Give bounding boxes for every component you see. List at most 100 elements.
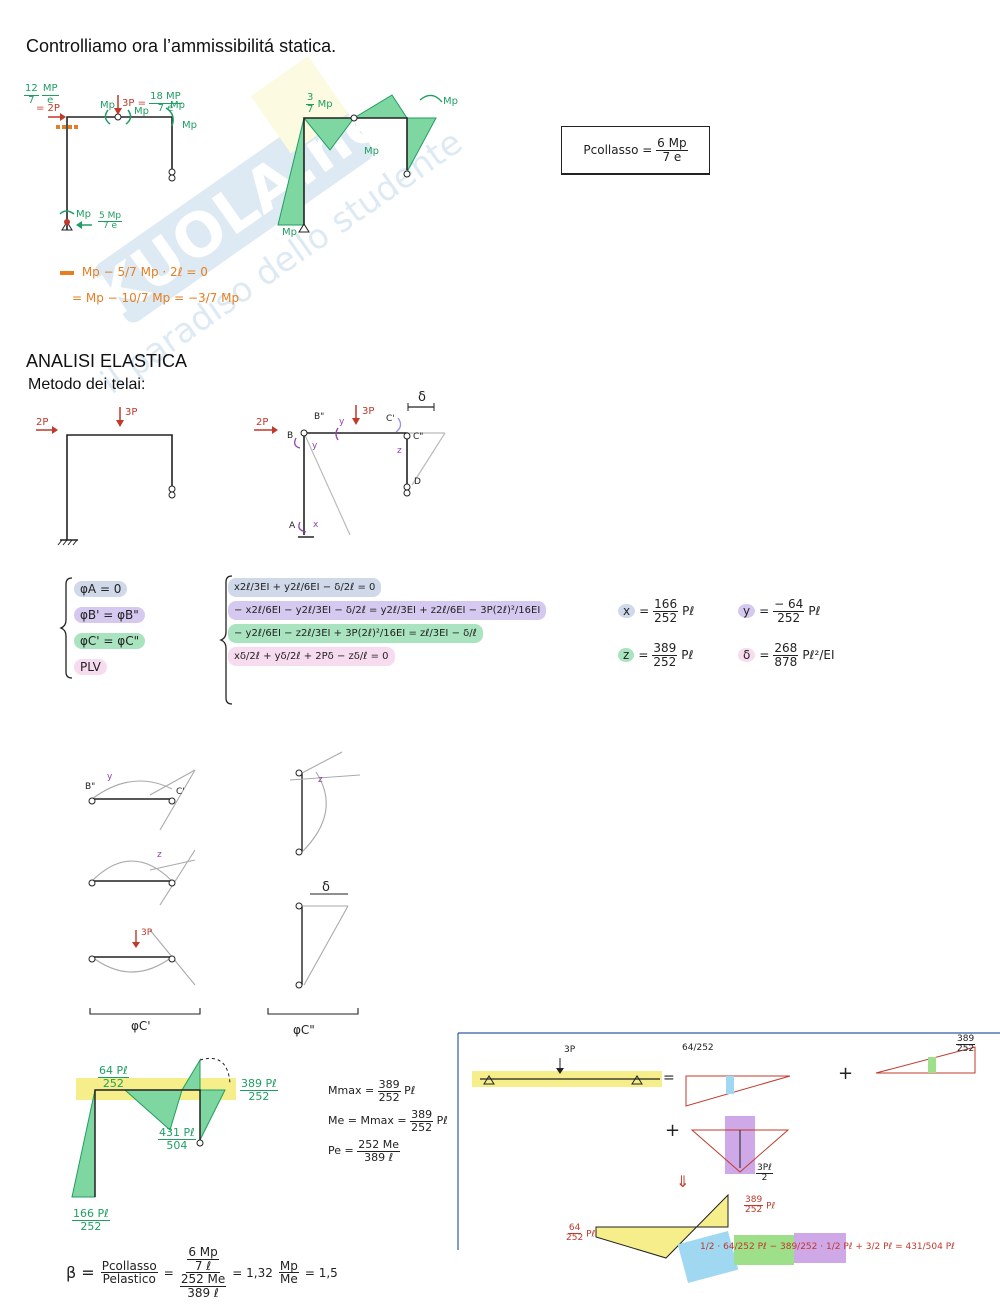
frame2-load-h: 2P — [36, 417, 49, 428]
equation-term: = 0 — [370, 651, 389, 662]
collapse-load-num: 6 Mp — [656, 135, 688, 151]
sp-load: 3P — [564, 1045, 576, 1055]
beta-num: Pcollasso — [100, 1258, 158, 1274]
equation-term: + z2ℓ/6EI — [419, 605, 469, 616]
load-v-num: 18 MP — [149, 91, 182, 104]
sp-right-top-num: 389 — [956, 1034, 976, 1046]
result-var: x — [618, 604, 636, 619]
sp-equals: = — [663, 1070, 675, 1086]
equation-term: + y2ℓ/6EI — [272, 582, 323, 593]
sp-res-right-den: 252 — [745, 1205, 763, 1216]
base-force-num: 5 Mp — [98, 211, 123, 223]
frame3-label-y: y — [312, 441, 318, 451]
sketch-label-load: 3P — [141, 928, 153, 938]
sp-mid-lab-den: 2 — [761, 1173, 768, 1184]
sketch-label-delta: δ — [322, 880, 330, 895]
frame3-label-x: x — [313, 520, 319, 530]
sp-arrow: ⇓ — [676, 1172, 690, 1191]
equation-term: − δ/2ℓ — [334, 605, 370, 616]
result-var: y — [738, 604, 756, 619]
m2-top-num: 64 Pℓ — [98, 1064, 129, 1078]
m1-top-unit: Mp — [317, 99, 333, 110]
load-v-label: 3P = — [122, 98, 146, 109]
equation-term: − y2ℓ/6EI — [234, 628, 285, 639]
frame3-load-v: 3P — [362, 406, 375, 417]
sp-res-left-den: 252 — [566, 1233, 584, 1244]
beta-den: Pelastico — [102, 1272, 156, 1287]
mmax-l3: Pe = — [328, 1144, 354, 1157]
condition-2: φC' = φC" — [74, 633, 146, 649]
mmax-l1-unit: Pℓ — [404, 1084, 416, 1097]
m1-mid-label: Mp — [364, 146, 379, 157]
equation-term: = y2ℓ/3EI — [369, 605, 420, 616]
equation-term: − z2ℓ/3EI — [284, 628, 334, 639]
sp-res-left-unit: Pℓ — [586, 1229, 596, 1240]
mmax-l1-num: 389 — [377, 1077, 401, 1092]
sp-res-right-unit: Pℓ — [766, 1201, 776, 1212]
section-subheading-telai: Metodo dei telai: — [28, 376, 146, 393]
mmax-l1-den: 252 — [378, 1090, 400, 1104]
m2-mid-den: 504 — [166, 1138, 188, 1152]
equation-row-0: x2ℓ/3EI + y2ℓ/6EI − δ/2ℓ = 0 — [228, 578, 382, 597]
equation-term: − 3P(2ℓ)²/16EI — [468, 605, 541, 616]
beta-n2d: 7 ℓ — [194, 1258, 212, 1273]
result-var: z — [618, 648, 635, 663]
sp-mid-lab-num: 3Pℓ — [756, 1163, 773, 1175]
orange-eq-line-1: Mp − 5/7 Mp · 2ℓ = 0 — [81, 265, 208, 279]
beta-d2d: 389 ℓ — [187, 1285, 219, 1300]
sketch-label-z1: z — [157, 850, 162, 860]
frame3-label-z: z — [397, 446, 402, 456]
sketch-label-Bpp: B" — [85, 782, 96, 792]
m2-base-num: 166 Pℓ — [72, 1207, 110, 1221]
mmax-l2-num: 389 — [410, 1107, 434, 1122]
m2-mid-num: 431 Pℓ — [158, 1126, 196, 1140]
load-v-den: 7 e — [157, 102, 174, 114]
orange-marker — [60, 270, 74, 275]
frame2-load-v: 3P — [125, 407, 138, 418]
frame3-label-y2: y — [339, 417, 345, 427]
frame3-label-A: A — [289, 521, 296, 531]
sp-lab1: 64/252 — [682, 1043, 714, 1053]
equation-row-3: xδ/2ℓ + yδ/2ℓ + 2Pδ − zδ/ℓ = 0 — [228, 647, 395, 666]
equation-term: + yδ/2ℓ — [263, 651, 304, 662]
frame3-label-B: B — [287, 431, 294, 441]
collapse-load-den: 7 e — [662, 149, 682, 164]
sp-plus1: + — [838, 1063, 854, 1084]
section-heading-statica: Controlliamo ora l’ammissibilitá statica… — [26, 36, 337, 56]
m2-base-den: 252 — [80, 1219, 102, 1233]
sketch-label-y: y — [107, 772, 113, 782]
sketch-group-left: φC' — [131, 1019, 151, 1033]
equation-system: x2ℓ/3EI + y2ℓ/6EI − δ/2ℓ = 0 − x2ℓ/6EI −… — [228, 576, 547, 668]
sketch-label-z2: z — [318, 775, 323, 785]
mmax-l2: Me = Mmax = — [328, 1114, 407, 1127]
base-force-den: 7 e — [102, 221, 118, 232]
frame3-label-D: D — [414, 477, 421, 487]
frame3-label-Cpp: C" — [413, 432, 424, 442]
frame3-label-Cp: C' — [386, 414, 395, 424]
condition-1: φB' = φB" — [74, 607, 145, 623]
equation-row-1: − x2ℓ/6EI − y2ℓ/3EI − δ/2ℓ = y2ℓ/3EI + z… — [228, 601, 547, 620]
base-mp-label: Mp — [76, 209, 91, 220]
equation-term: − x2ℓ/6EI — [234, 605, 285, 616]
equation-term: = zℓ/3EI — [408, 628, 452, 639]
m1-top-den: 7 — [307, 103, 314, 115]
beta-tail: = 1,5 — [304, 1265, 338, 1280]
equation-term: − δ/ℓ — [451, 628, 477, 639]
beta-eq: = — [163, 1265, 174, 1280]
load-h-den: 7 — [28, 94, 35, 106]
load-h-unit: MP — [41, 83, 59, 96]
mmax-l1: Mmax = — [328, 1084, 375, 1097]
m1-right-label: Mp — [443, 96, 458, 107]
sp-res-left-num: 64 — [567, 1223, 582, 1235]
section-heading-elastica: ANALISI ELASTICA — [26, 351, 188, 371]
